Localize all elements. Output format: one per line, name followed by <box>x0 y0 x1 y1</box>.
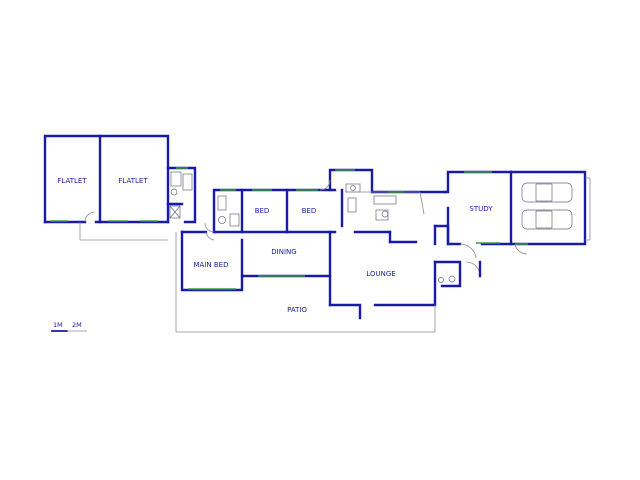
scale-label-1m: 1M <box>53 321 63 329</box>
central-core <box>319 168 447 320</box>
room-label-bed-1: BED <box>255 207 270 215</box>
room-label-study: STUDY <box>469 205 493 213</box>
room-label-flatlet-1: FLATLET <box>57 177 87 185</box>
room-label-lounge: LOUNGE <box>366 270 395 278</box>
room-label-main-bed: MAIN BED <box>194 261 229 269</box>
scale-label-2m: 2M <box>72 321 82 329</box>
flatlet-block <box>43 134 170 241</box>
room-label-patio: PATIO <box>287 306 307 314</box>
patio <box>175 232 436 333</box>
east-wing <box>433 170 513 288</box>
car-icon <box>521 209 573 230</box>
room-label-bed-2: BED <box>302 207 317 215</box>
room-label-dining: DINING <box>271 248 296 256</box>
west-wing <box>180 188 337 292</box>
flatlet-bathroom <box>166 166 197 224</box>
scale-bar: 1M 2M <box>51 321 87 332</box>
garage <box>509 170 591 255</box>
room-label-flatlet-2: FLATLET <box>118 177 148 185</box>
car-icon <box>521 182 573 203</box>
